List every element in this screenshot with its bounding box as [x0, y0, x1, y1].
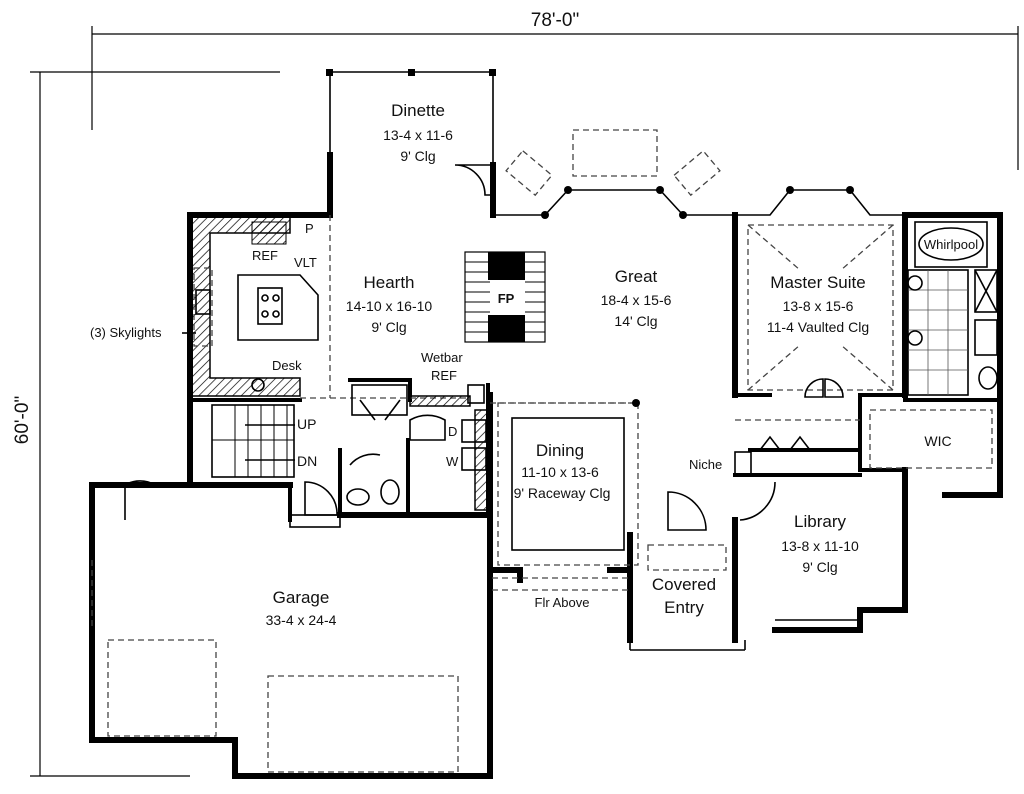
- master-details: [735, 224, 894, 451]
- garage-doors: [91, 480, 459, 773]
- washer-label: W: [446, 454, 459, 469]
- skylights-label: (3) Skylights: [90, 325, 162, 340]
- master-ceiling: 11-4 Vaulted Clg: [767, 319, 869, 335]
- garage-size: 33-4 x 24-4: [266, 612, 337, 628]
- stair-down-label: DN: [297, 453, 317, 469]
- wetbar-ref-label: REF: [431, 368, 457, 383]
- dining-name: Dining: [536, 441, 584, 460]
- dining-size: 11-10 x 13-6: [521, 464, 599, 480]
- dinette-ceiling: 9' Clg: [400, 148, 435, 164]
- dinette-size: 13-4 x 11-6: [383, 127, 453, 143]
- master-bath: [869, 221, 998, 469]
- vlt-label: VLT: [294, 255, 317, 270]
- room-labels: Dinette 13-4 x 11-6 9' Clg Hearth 14-10 …: [266, 101, 870, 628]
- service-area: D W: [289, 384, 488, 528]
- desk-label: Desk: [272, 358, 302, 373]
- master-name: Master Suite: [770, 273, 865, 292]
- hearth-ceiling: 9' Clg: [371, 319, 406, 335]
- entry-name-line1: Covered: [652, 575, 716, 594]
- library-window: [775, 619, 860, 633]
- fireplace-label: FP: [498, 291, 515, 306]
- overall-width-label: 78'-0": [531, 10, 579, 31]
- stairs: UP DN: [211, 404, 317, 478]
- whirlpool-label: Whirlpool: [924, 237, 978, 252]
- library-ceiling: 9' Clg: [802, 559, 837, 575]
- misc-labels: Whirlpool WIC Niche Flr Above Wetbar REF…: [90, 221, 978, 610]
- wic-label: WIC: [924, 433, 951, 449]
- hearth-size: 14-10 x 16-10: [346, 298, 433, 314]
- hearth-name: Hearth: [363, 273, 414, 292]
- dining-area: [490, 399, 640, 591]
- kitchen-ref-label: REF: [252, 248, 278, 263]
- dryer-label: D: [448, 424, 457, 439]
- great-bay: [493, 129, 735, 219]
- pantry-label: P: [305, 221, 314, 236]
- dimension-lines: 78'-0" 60'-0": [12, 10, 1019, 777]
- master-size: 13-8 x 15-6: [783, 298, 854, 314]
- wetbar-label: Wetbar: [421, 350, 463, 365]
- great-size: 18-4 x 15-6: [601, 292, 672, 308]
- interior-walls: [188, 213, 1002, 522]
- great-name: Great: [615, 267, 658, 286]
- library-size: 13-8 x 11-10: [781, 538, 859, 554]
- dinette-bay: [326, 69, 496, 196]
- overall-depth-label: 60'-0": [12, 396, 33, 444]
- master-bay: [735, 186, 905, 216]
- niche-label: Niche: [689, 457, 722, 472]
- entry-area: [629, 451, 776, 651]
- dining-ceiling: 9' Raceway Clg: [514, 485, 611, 501]
- entry-name-line2: Entry: [664, 598, 704, 617]
- dinette-name: Dinette: [391, 101, 445, 120]
- floor-above-label: Flr Above: [535, 595, 590, 610]
- stair-up-label: UP: [297, 416, 316, 432]
- great-ceiling: 14' Clg: [614, 313, 657, 329]
- fireplace: FP: [464, 251, 546, 343]
- garage-name: Garage: [273, 588, 330, 607]
- library-name: Library: [794, 512, 846, 531]
